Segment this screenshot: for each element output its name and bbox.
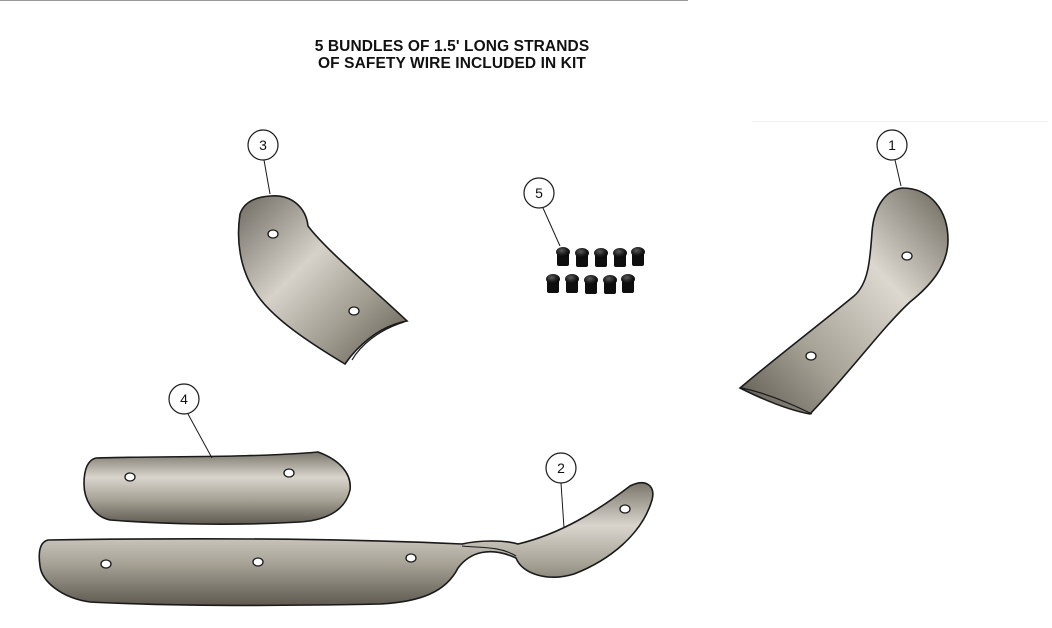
balloon-3: 3 bbox=[247, 129, 279, 195]
part-5-fasteners bbox=[546, 247, 645, 294]
fastener bbox=[594, 248, 608, 267]
fastener bbox=[603, 275, 617, 294]
fastener bbox=[565, 274, 579, 293]
hole bbox=[619, 504, 631, 514]
kit-note-line-2: OF SAFETY WIRE INCLUDED IN KIT bbox=[318, 55, 586, 72]
part-2-shield bbox=[38, 482, 654, 607]
balloon-2-label: 2 bbox=[557, 460, 565, 476]
part-3-shield bbox=[237, 195, 409, 366]
hole bbox=[348, 306, 360, 316]
hole bbox=[252, 557, 264, 567]
balloon-3-label: 3 bbox=[259, 137, 267, 153]
hole bbox=[267, 229, 279, 239]
fastener bbox=[584, 275, 598, 294]
part-1-shield bbox=[738, 187, 949, 415]
hole bbox=[405, 553, 417, 563]
hole bbox=[100, 559, 112, 569]
fastener bbox=[621, 274, 635, 293]
part-4-shield bbox=[83, 451, 351, 525]
balloon-4-label: 4 bbox=[180, 391, 188, 407]
kit-note: 5 BUNDLES OF 1.5' LONG STRANDS OF SAFETY… bbox=[230, 38, 674, 72]
fastener bbox=[613, 248, 627, 267]
fastener bbox=[631, 247, 645, 266]
hole bbox=[283, 468, 295, 478]
top-border-line bbox=[0, 0, 688, 1]
balloon-4: 4 bbox=[168, 383, 213, 459]
balloon-5-label: 5 bbox=[535, 185, 543, 201]
hole bbox=[901, 251, 913, 261]
balloon-1: 1 bbox=[876, 129, 908, 187]
fastener bbox=[546, 274, 560, 293]
fastener bbox=[556, 247, 570, 266]
kit-note-line-1: 5 BUNDLES OF 1.5' LONG STRANDS bbox=[314, 38, 590, 55]
faint-divider-line bbox=[752, 121, 1048, 122]
balloon-1-label: 1 bbox=[888, 137, 896, 153]
balloon-2: 2 bbox=[545, 452, 577, 529]
hole bbox=[124, 472, 136, 482]
balloon-5: 5 bbox=[523, 177, 561, 247]
hole bbox=[805, 351, 817, 361]
fastener bbox=[575, 248, 589, 267]
